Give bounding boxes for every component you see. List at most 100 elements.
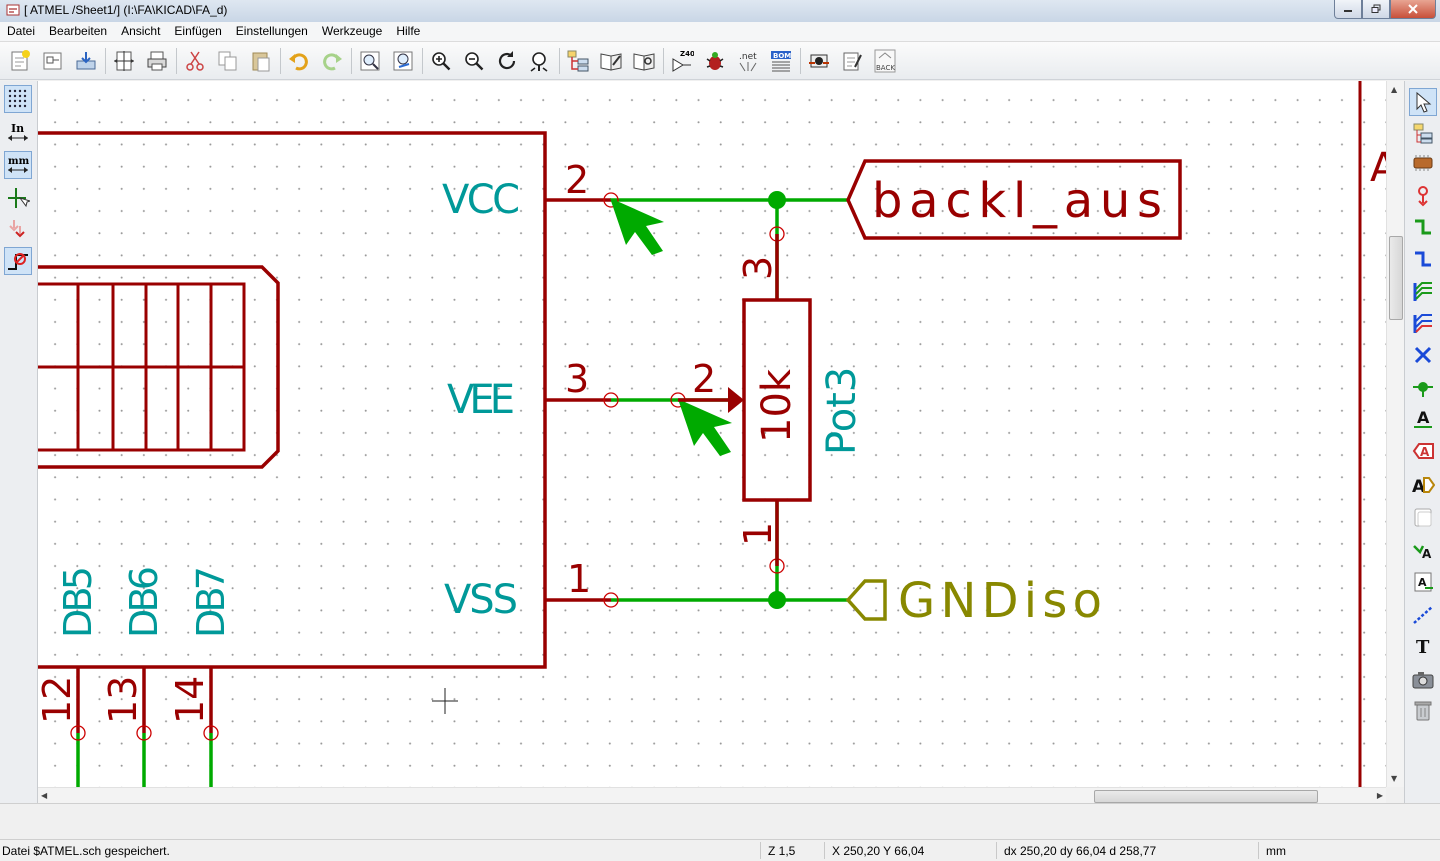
add-bus-button[interactable]	[1409, 245, 1437, 273]
hidden-pins-icon	[9, 220, 25, 238]
add-sheet-pin-button[interactable]: A	[1409, 568, 1437, 596]
annotate-button[interactable]: Z402	[668, 47, 696, 75]
junction-icon	[1413, 382, 1433, 397]
wire-to-bus-entry-button[interactable]	[1409, 277, 1437, 305]
pcb-button[interactable]	[805, 47, 833, 75]
paste-button[interactable]	[247, 47, 275, 75]
hierarchy-navigate-button[interactable]	[1409, 119, 1437, 147]
hierarchy-navigator-button[interactable]	[564, 47, 592, 75]
redo-button[interactable]	[318, 47, 346, 75]
horizontal-scrollbar[interactable]: ◀ ▶	[38, 787, 1386, 804]
hierarchy-navigator-icon	[567, 50, 589, 71]
no-connect-button[interactable]	[1409, 341, 1437, 369]
copy-button[interactable]	[214, 47, 242, 75]
scroll-left-arrow-icon[interactable]: ◀	[41, 791, 48, 800]
status-zoom: Z 1,5	[768, 844, 796, 858]
select-tool-button[interactable]	[1409, 88, 1437, 116]
pot-pin-bottom-number: 1	[736, 522, 780, 546]
junction-vcc	[768, 191, 786, 209]
wire-angle-button[interactable]	[4, 247, 32, 275]
vertical-scrollbar[interactable]: ▲ ▼	[1386, 81, 1404, 787]
menu-einfuegen[interactable]: Einfügen	[174, 24, 222, 38]
import-sheet-pin-button[interactable]: A	[1409, 536, 1437, 564]
print-button[interactable]	[143, 47, 171, 75]
library-editor-button[interactable]	[597, 47, 625, 75]
add-junction-button[interactable]	[1409, 373, 1437, 401]
svg-text:BACK: BACK	[876, 64, 895, 72]
netlist-icon: .net	[739, 52, 757, 71]
add-global-label-button[interactable]: A	[1409, 437, 1437, 465]
svg-text:T: T	[1416, 637, 1430, 658]
cursor-shape-button[interactable]	[4, 184, 32, 212]
horizontal-scroll-thumb[interactable]	[1094, 790, 1318, 803]
cut-button[interactable]	[181, 47, 209, 75]
scroll-up-arrow-icon[interactable]: ▲	[1391, 85, 1398, 94]
svg-text:.net: .net	[739, 52, 757, 62]
cvpcb-button[interactable]	[838, 47, 866, 75]
toggle-grid-button[interactable]	[4, 85, 32, 113]
close-icon	[1408, 4, 1418, 14]
svg-text:A: A	[1422, 547, 1432, 561]
save-button[interactable]	[72, 47, 100, 75]
scroll-right-arrow-icon[interactable]: ▶	[1376, 791, 1383, 800]
add-hierarchical-sheet-button[interactable]	[1409, 503, 1437, 531]
close-button[interactable]	[1390, 0, 1436, 19]
pot-pin-top-number: 3	[736, 256, 780, 280]
menu-hilfe[interactable]: Hilfe	[396, 24, 421, 38]
add-net-label-button[interactable]: A	[1409, 405, 1437, 433]
add-power-button[interactable]	[1409, 181, 1437, 209]
status-cursor-delta: dx 250,20 dy 66,04 d 258,77	[1004, 844, 1157, 858]
svg-text:A: A	[1418, 576, 1427, 589]
back-annotate-button[interactable]: BACK	[871, 47, 899, 75]
minimize-button[interactable]	[1334, 0, 1362, 19]
new-schematic-button[interactable]	[6, 47, 34, 75]
show-hidden-pins-button[interactable]	[4, 215, 32, 243]
units-mm-button[interactable]: mm	[4, 151, 32, 179]
status-units: mm	[1266, 844, 1286, 858]
scroll-down-arrow-icon[interactable]: ▼	[1391, 774, 1398, 783]
add-text-button[interactable]: T	[1409, 632, 1437, 660]
units-inch-button[interactable]: In	[4, 119, 32, 147]
paste-icon	[252, 52, 270, 71]
potentiometer-pot3[interactable]	[678, 234, 812, 566]
add-wire-button[interactable]	[1409, 213, 1437, 241]
redo-icon	[323, 52, 342, 70]
add-component-button[interactable]	[1409, 149, 1437, 177]
page-settings-button[interactable]	[110, 47, 138, 75]
pin-number-db7: 14	[168, 676, 212, 724]
label-backl-aus-shape[interactable]	[846, 159, 1182, 240]
add-graphic-line-button[interactable]	[1409, 600, 1437, 628]
netlist-button[interactable]: .net	[734, 47, 762, 75]
units-inch-icon: In	[8, 122, 28, 141]
find-replace-button[interactable]	[389, 47, 417, 75]
menu-ansicht[interactable]: Ansicht	[121, 24, 161, 38]
add-image-button[interactable]	[1409, 665, 1437, 693]
undo-button[interactable]	[285, 47, 313, 75]
menu-werkzeuge[interactable]: Werkzeuge	[321, 24, 383, 38]
erc-marker-arrow	[678, 399, 732, 456]
menu-einstellungen[interactable]: Einstellungen	[235, 24, 308, 38]
new-schematic-icon	[11, 49, 30, 70]
lcd-display-graphic	[38, 265, 280, 469]
find-button[interactable]	[356, 47, 384, 75]
svg-text:Z402: Z402	[680, 50, 694, 58]
new-sheet-button[interactable]	[39, 47, 67, 75]
bus-to-bus-entry-button[interactable]	[1409, 309, 1437, 337]
add-hierarchical-label-button[interactable]: A	[1409, 471, 1437, 499]
zoom-out-button[interactable]	[460, 47, 488, 75]
zoom-fit-button[interactable]	[526, 47, 554, 75]
zoom-redraw-button[interactable]	[493, 47, 521, 75]
delete-item-button[interactable]	[1409, 696, 1437, 724]
vertical-scroll-thumb[interactable]	[1389, 236, 1403, 320]
restore-button[interactable]	[1362, 0, 1390, 19]
schematic-canvas[interactable]: A VCC VEE VSS DB5 DB6 DB7	[38, 81, 1386, 787]
menu-bearbeiten[interactable]: Bearbeiten	[49, 24, 108, 38]
library-browser-button[interactable]	[630, 47, 658, 75]
bom-button[interactable]: BOM	[767, 47, 795, 75]
menu-datei[interactable]: Datei	[7, 24, 36, 38]
label-gndiso-shape[interactable]	[845, 579, 887, 621]
erc-button[interactable]	[701, 47, 729, 75]
zoom-in-button[interactable]	[427, 47, 455, 75]
scroll-corner	[1386, 787, 1403, 803]
minimize-icon	[1344, 10, 1352, 12]
